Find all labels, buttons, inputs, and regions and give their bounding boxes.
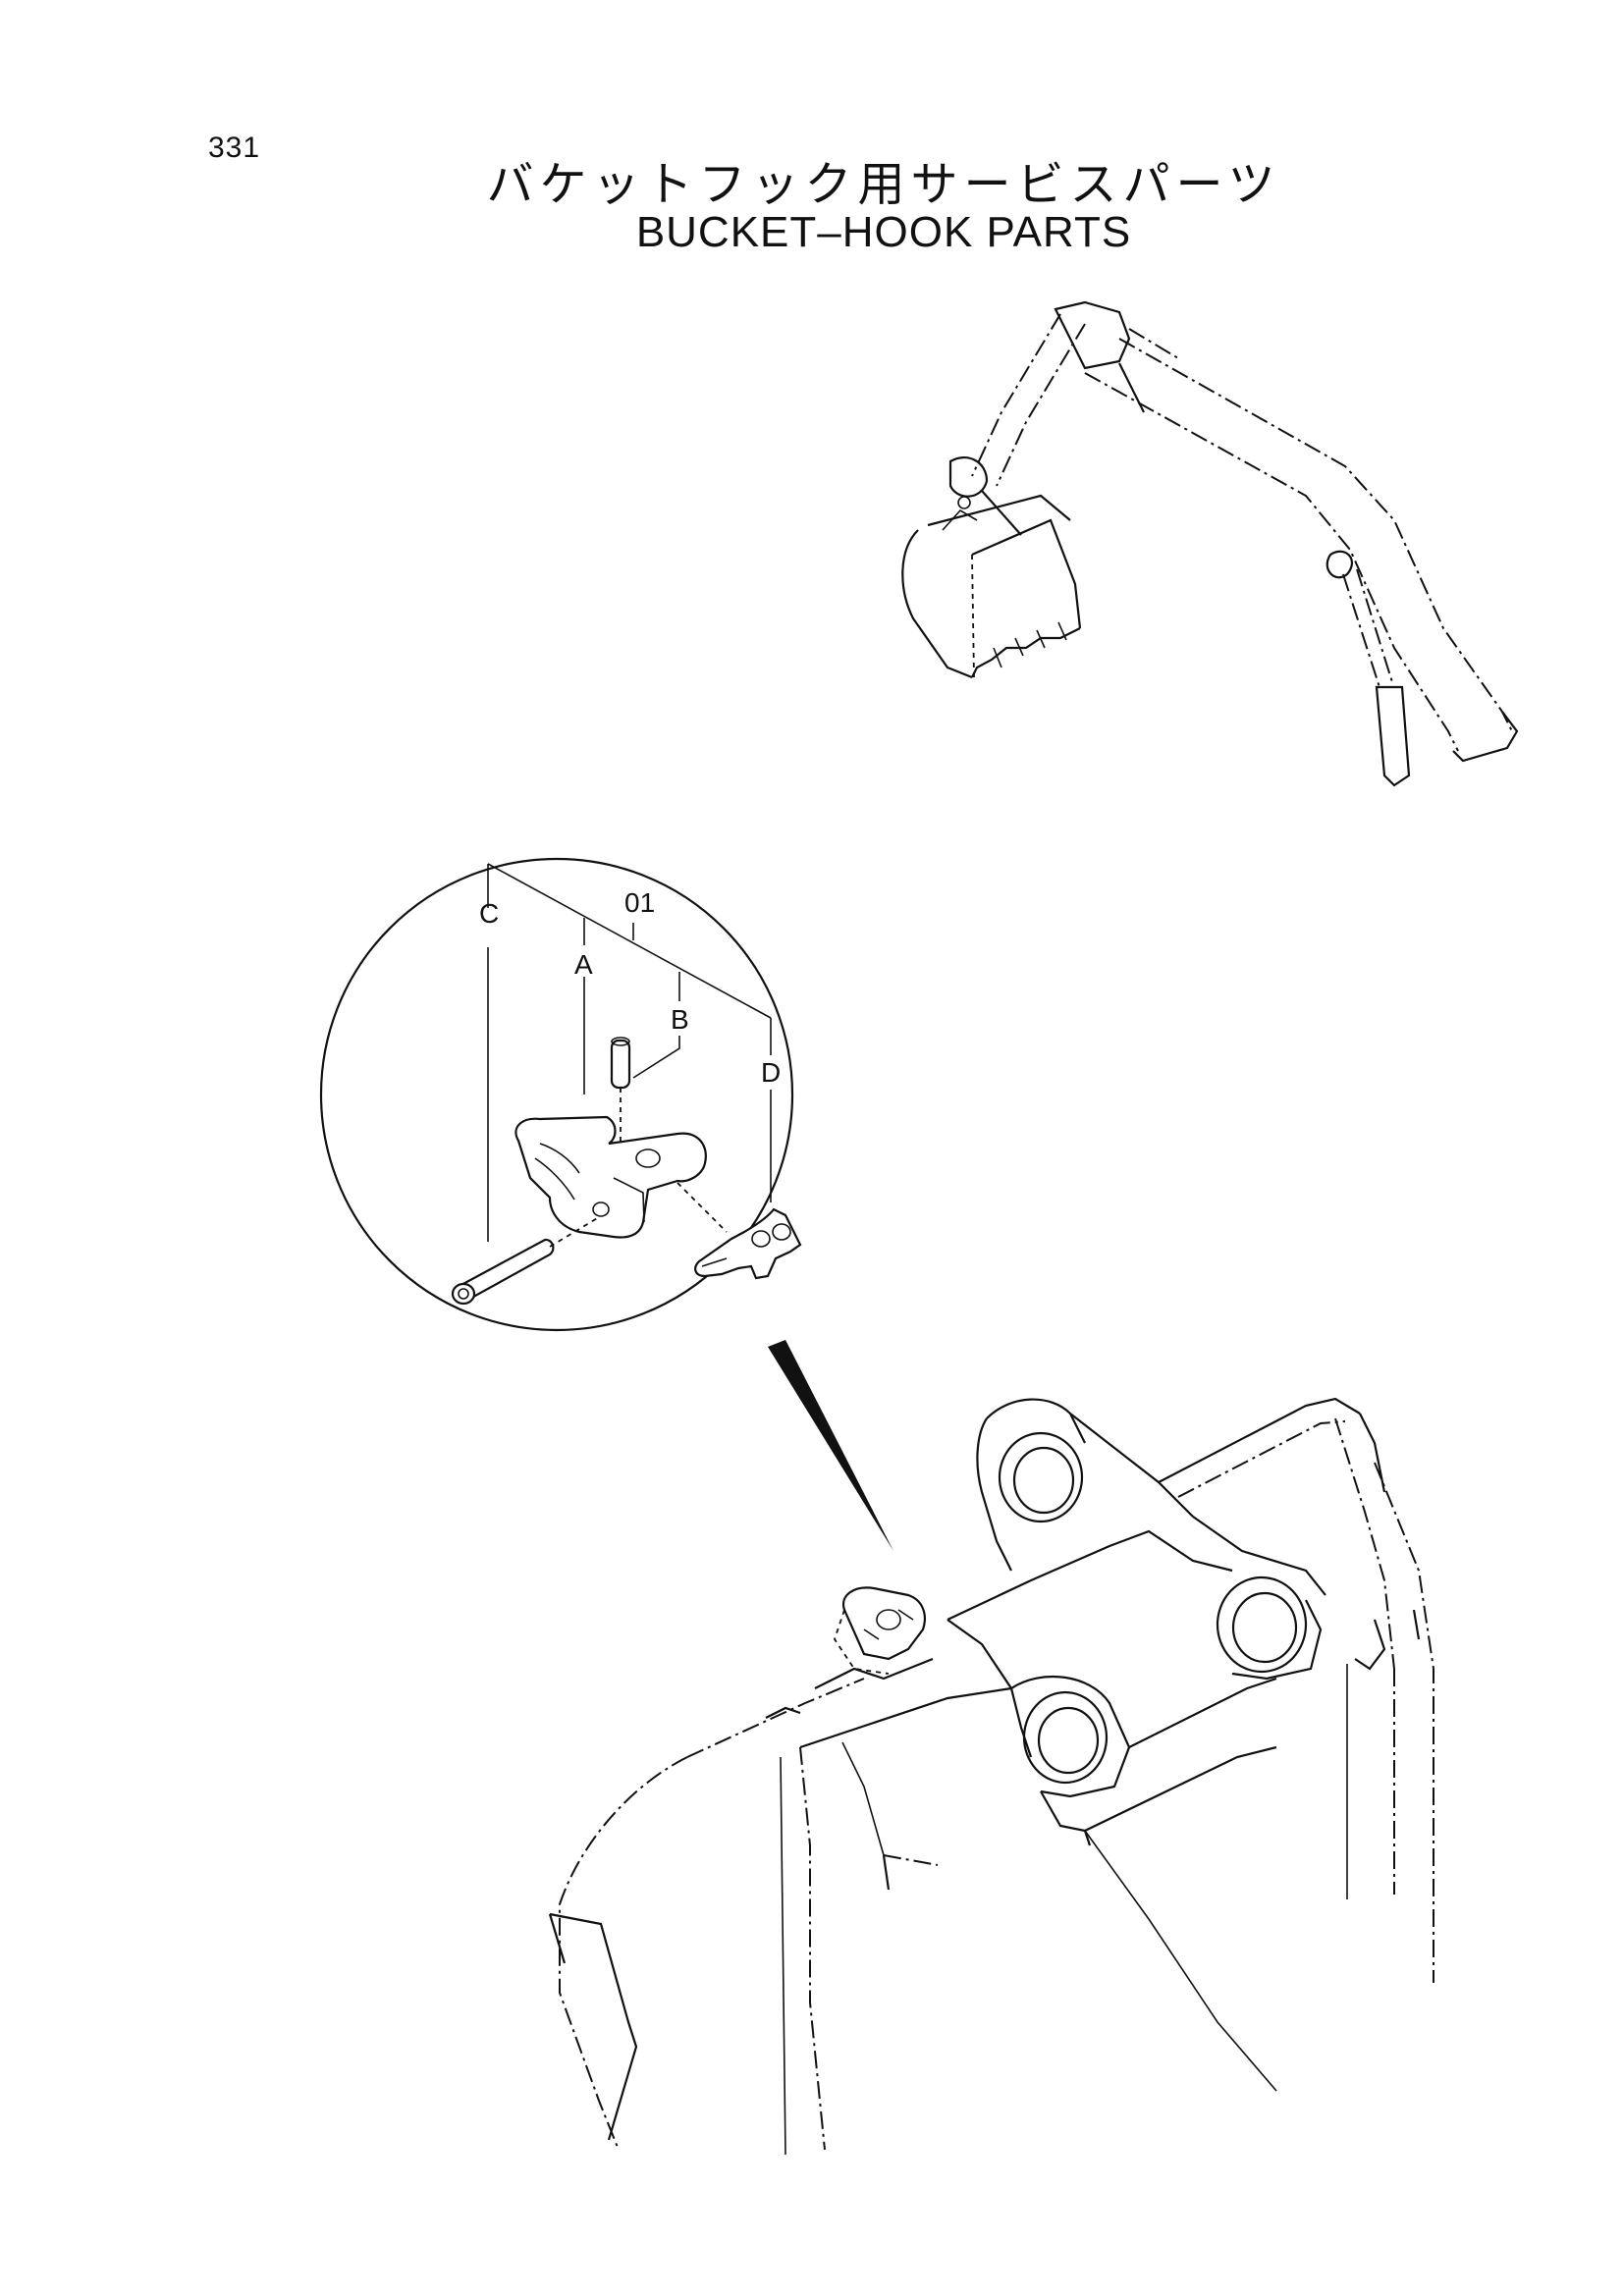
callout-label-d: D	[761, 1057, 781, 1088]
hook-body-part-a	[514, 1115, 707, 1239]
detail-callout-circle	[319, 857, 893, 1551]
callout-label-b: B	[671, 1004, 689, 1035]
detail-circle-outline	[319, 857, 794, 1332]
latch-spring-part-d	[676, 1182, 802, 1280]
callout-item-01: 01	[624, 887, 655, 918]
callout-label-c: C	[479, 898, 499, 929]
bucket-large-view	[548, 1397, 1434, 2156]
callout-label-a: A	[574, 949, 593, 980]
page-title-english: BUCKET–HOOK PARTS	[635, 208, 1132, 256]
callout-leader-lines	[487, 863, 772, 1242]
detail-pointer	[768, 1340, 893, 1551]
page-title-japanese: バケットフック用サービスパーツ	[486, 157, 1281, 212]
excavator-arm-overview	[901, 300, 1519, 787]
pin-part-c	[451, 1216, 600, 1306]
page-number: 331	[208, 132, 261, 164]
